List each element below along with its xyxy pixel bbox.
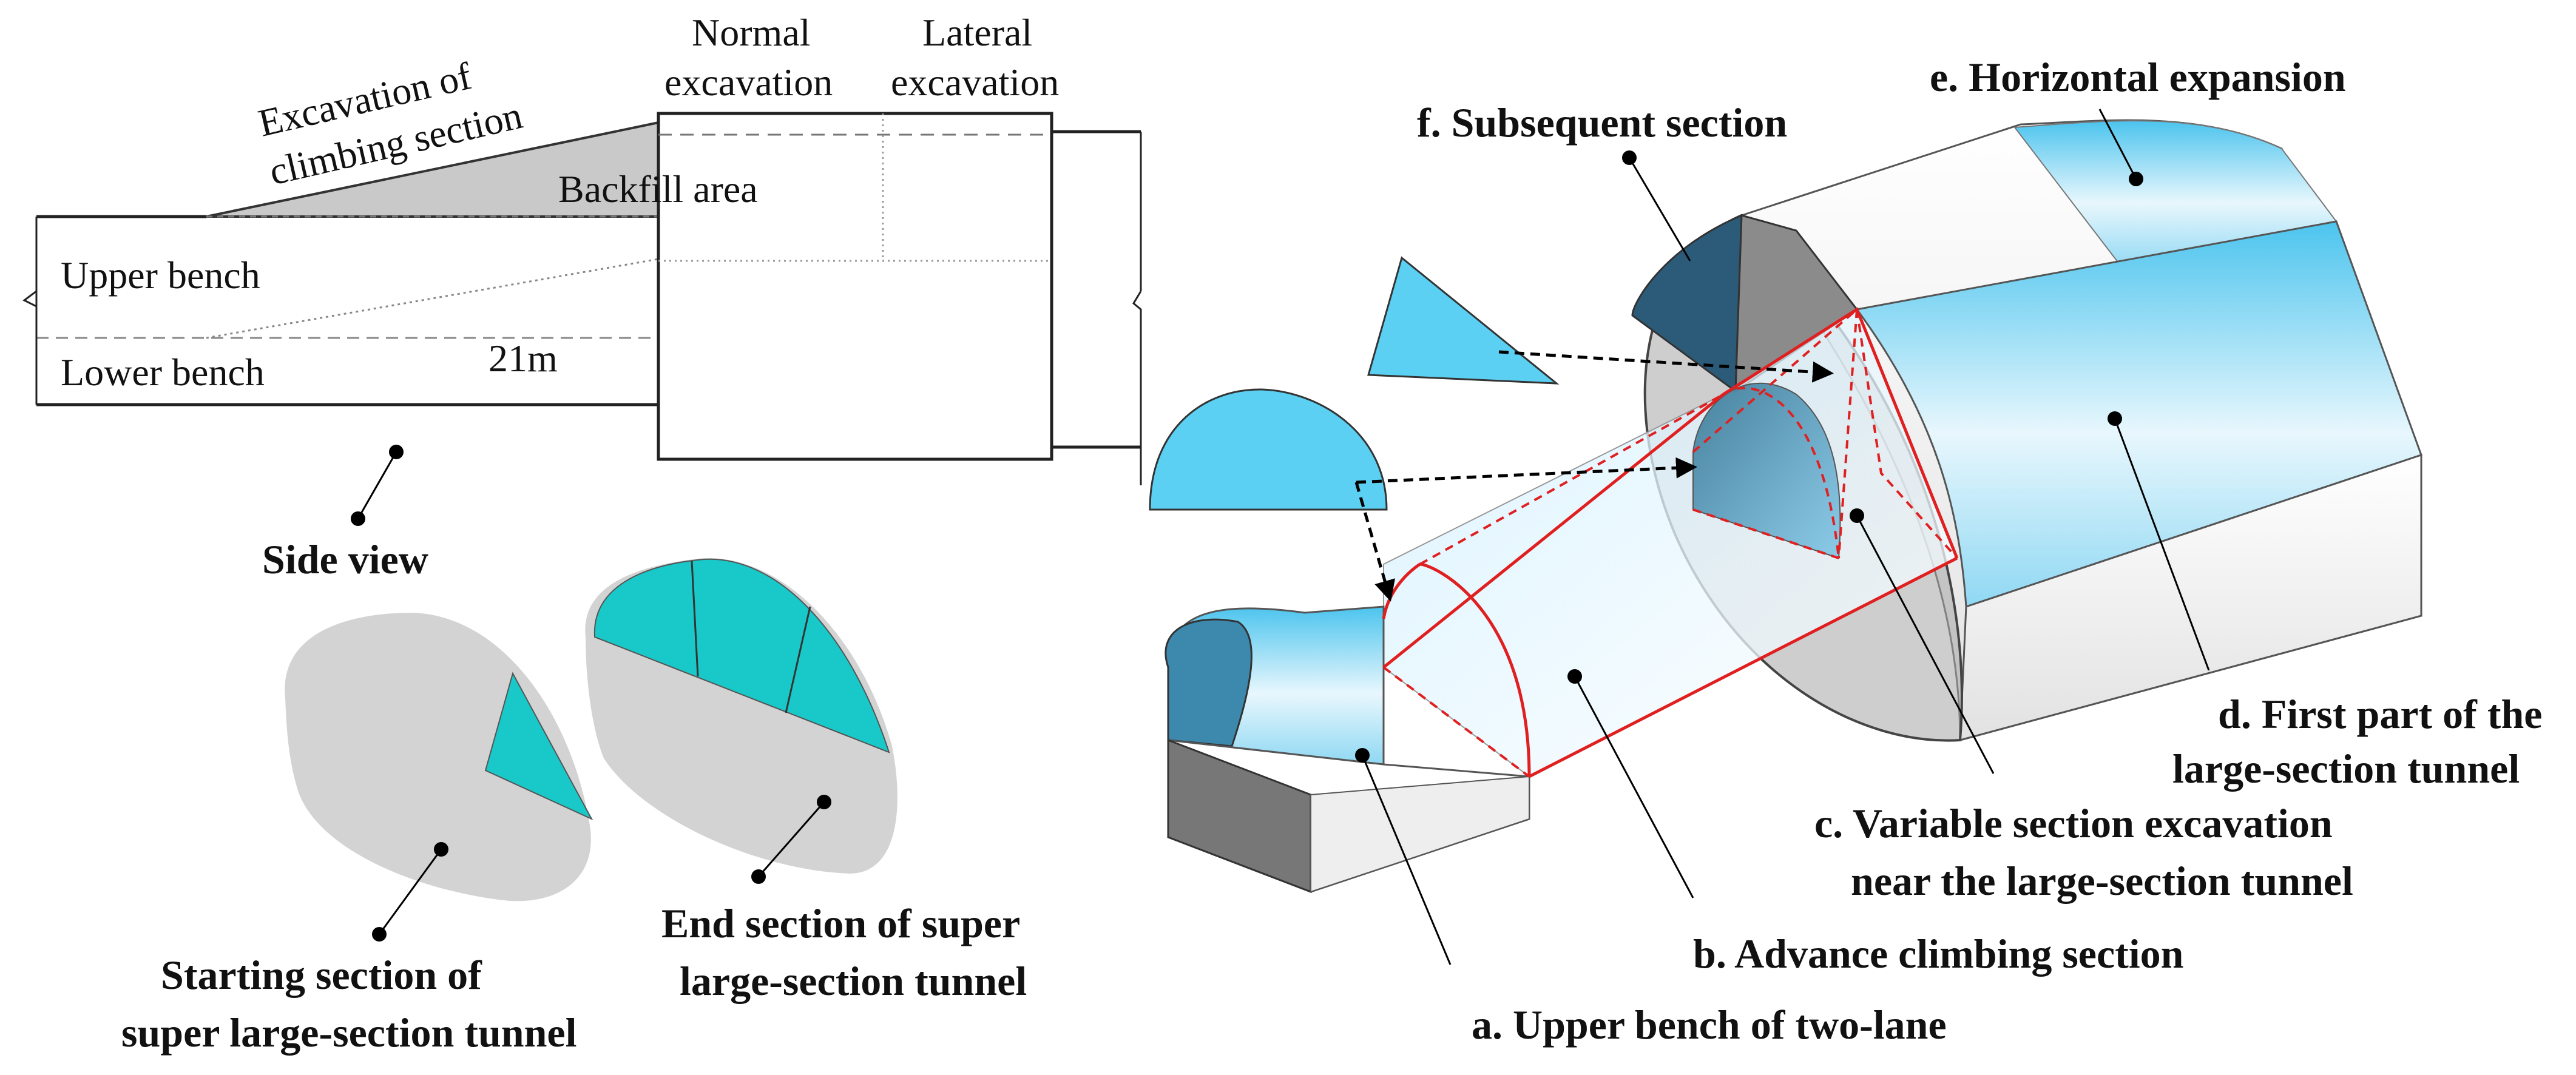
label-f-subsequent-section: f. Subsequent section — [1417, 99, 1787, 146]
end-section: End section of super large-section tunne… — [585, 558, 1027, 1004]
label-c-line2: near the large-section tunnel — [1851, 858, 2353, 904]
starting-section: Starting section of super large-section … — [121, 613, 593, 1056]
subsequent-section-face — [1631, 214, 1743, 393]
first-part-large-section-body — [1855, 220, 2422, 608]
caption-side-view: Side view — [262, 536, 428, 582]
label-c-line1: c. Variable section excavation — [1814, 800, 2333, 846]
label-lateral-excavation: excavation — [891, 61, 1059, 104]
label-normal: Normal — [692, 11, 811, 54]
tunnel-3d-model: a. Upper bench of two-lane b. Advance cl… — [1149, 54, 2542, 1048]
label-backfill-area: Backfill area — [558, 167, 758, 211]
label-length: 21m — [488, 337, 558, 380]
label-lower-bench: Lower bench — [61, 351, 265, 394]
label-d-line1: d. First part of the — [2218, 691, 2542, 737]
caption-start-line2: super large-section tunnel — [121, 1009, 577, 1056]
label-b-advance-climbing: b. Advance climbing section — [1693, 931, 2184, 977]
side-view: Excavation of climbing section Normal ex… — [22, 11, 1142, 582]
caption-start-line1: Starting section of — [161, 952, 482, 998]
caption-end-line2: large-section tunnel — [680, 958, 1027, 1004]
end-section-cyan-part — [593, 558, 890, 753]
label-a-upper-bench: a. Upper bench of two-lane — [1472, 1002, 1947, 1048]
starting-section-cyan-part — [484, 672, 593, 821]
label-d-line2: large-section tunnel — [2172, 746, 2520, 792]
label-upper-bench: Upper bench — [61, 254, 260, 297]
label-normal-excavation: excavation — [664, 61, 833, 104]
variable-section-excavation — [1692, 382, 1841, 559]
label-e-horizontal-expansion: e. Horizontal expansion — [1930, 54, 2346, 100]
normal-excavation-block — [657, 112, 1053, 461]
floating-sector — [1367, 256, 1560, 385]
climbing-section-red-outline — [1382, 307, 1959, 778]
caption-end-line1: End section of super — [661, 900, 1020, 946]
horizontal-expansion-blue-band — [2013, 120, 2338, 271]
floating-semicircle — [1149, 388, 1388, 511]
label-lateral: Lateral — [922, 11, 1032, 54]
